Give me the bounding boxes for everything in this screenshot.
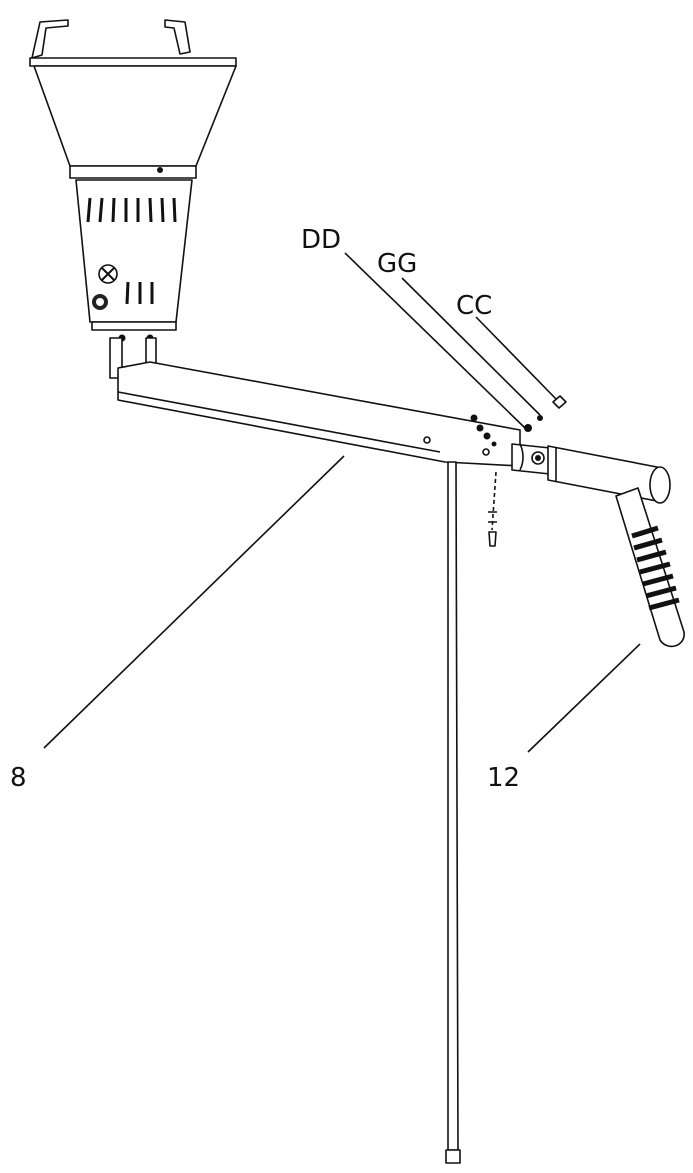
label-part-12: 12 [487,763,520,793]
label-gg: GG [377,249,417,279]
leader-12 [527,643,641,753]
hopper-funnel [33,65,237,167]
hopper-lid [29,19,237,73]
handle-assembly [511,443,685,648]
leader-lines [43,252,641,753]
label-cc: CC [456,291,492,321]
hopper-collar [69,165,197,179]
leader-dd [344,252,526,429]
main-tube [117,361,521,467]
hardware-parts [470,395,567,547]
grip-rings [631,525,680,611]
leader-gg [401,277,541,416]
motor-housing [75,179,193,331]
leader-8 [43,455,345,749]
vertical-rod [445,461,461,1164]
label-dd: DD [301,225,341,255]
hopper-assembly [29,19,237,379]
leader-cc [475,316,557,400]
label-part-8: 8 [10,763,27,793]
